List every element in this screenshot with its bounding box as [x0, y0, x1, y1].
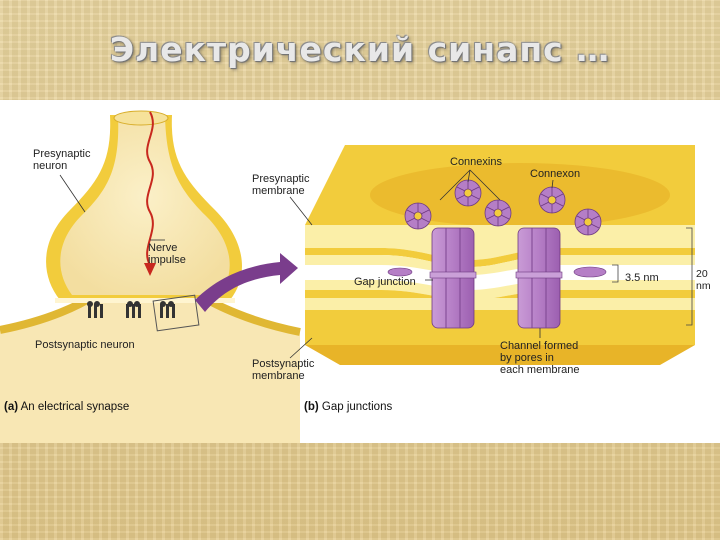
postsynaptic-membrane-block — [305, 280, 695, 365]
synapse-illustration — [0, 110, 695, 443]
dimension-brackets — [612, 227, 693, 326]
channel-tubes — [387, 227, 607, 329]
label-connexins: Connexins — [450, 156, 502, 168]
presynaptic-neuron-shape — [46, 110, 242, 300]
label-gap-junction: Gap junction — [354, 276, 416, 288]
nerve-impulse-arrowhead — [144, 263, 156, 276]
label-presynaptic-neuron: Presynaptic neuron — [33, 148, 91, 172]
label-connexon: Connexon — [530, 168, 581, 180]
connexon-rosettes — [404, 179, 602, 236]
caption-panel-b: (b) Gap junctions — [304, 401, 393, 413]
figure-panel: Presynaptic neuron Nerve impulse Postsyn… — [0, 100, 720, 443]
gap-junction-particles — [55, 298, 235, 318]
zoom-arrow — [195, 253, 298, 312]
slide-title: Электрический синапс … — [109, 30, 611, 69]
nerve-impulse-arrow — [146, 111, 154, 266]
label-postsynaptic-neuron: Postsynaptic neuron — [35, 339, 135, 351]
label-gap-width: 3.5 nm — [625, 272, 659, 284]
leader-lines — [289, 169, 554, 359]
zoom-box — [152, 294, 200, 332]
caption-panel-a: (a) An electrical synapse — [4, 401, 130, 413]
label-postsynaptic-membrane: Postsynaptic membrane — [252, 358, 315, 382]
label-nerve-impulse: Nerve impulse — [148, 242, 186, 266]
label-presynaptic-membrane: Presynaptic membrane — [252, 173, 310, 197]
label-total-width: 20 nm — [696, 268, 711, 292]
label-channel: Channel formed by pores in each membrane — [500, 340, 580, 376]
